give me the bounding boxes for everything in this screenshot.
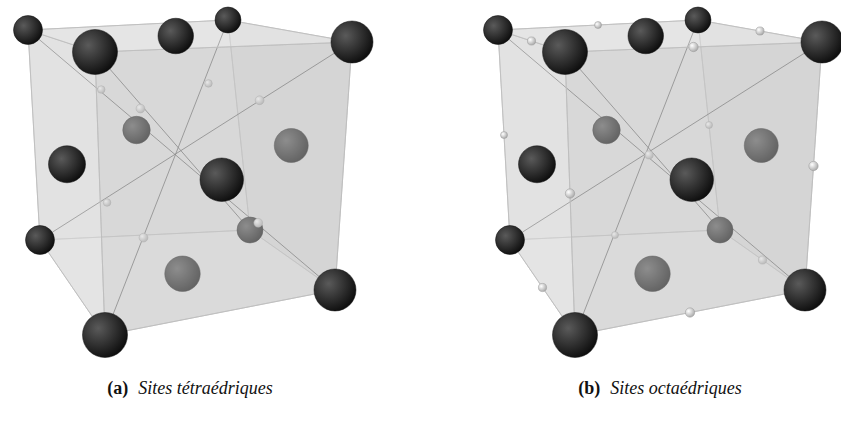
cube-face xyxy=(565,42,822,335)
cube-tetra xyxy=(14,7,374,358)
lattice-atom xyxy=(26,226,55,255)
lattice-atom xyxy=(685,7,711,33)
interstitial-site xyxy=(689,42,698,51)
lattice-atom xyxy=(331,21,373,63)
cube-face xyxy=(498,30,575,335)
cube-face xyxy=(28,30,105,335)
sub-figure-caption: Sites tétraédriques xyxy=(138,378,272,399)
lattice-atom xyxy=(200,158,244,202)
sub-figure-letter: (a) xyxy=(107,378,128,399)
cube-face xyxy=(95,42,352,335)
lattice-atom xyxy=(519,146,556,183)
caption: (a) Sites tétraédriques xyxy=(107,378,272,399)
interstitial-site xyxy=(565,189,574,198)
caption: (b) Sites octaédriques xyxy=(578,378,741,399)
interstitial-site xyxy=(809,161,818,170)
sub-figure-letter: (b) xyxy=(578,378,600,399)
lattice-atom xyxy=(158,18,194,54)
lattice-atom xyxy=(215,7,241,33)
interstitial-site xyxy=(527,37,535,45)
lattice-atom xyxy=(543,30,588,75)
cube-octa xyxy=(484,7,841,358)
lattice-atom xyxy=(14,16,43,45)
lattice-atom xyxy=(553,313,598,358)
sub-figure-caption: Sites octaédriques xyxy=(610,378,741,399)
interstitial-site xyxy=(538,283,546,291)
interstitial-site xyxy=(501,132,508,139)
lattice-atom xyxy=(670,158,714,202)
interstitial-site xyxy=(756,27,764,35)
interstitial-site xyxy=(685,308,694,317)
lattice-atom xyxy=(784,269,826,311)
lattice-atom xyxy=(73,30,118,75)
interstitial-site xyxy=(595,22,602,29)
lattice-atom xyxy=(801,21,841,63)
lattice-atom xyxy=(484,16,513,45)
lattice-atom xyxy=(496,226,525,255)
lattice-atom xyxy=(83,313,128,358)
lattice-atom xyxy=(314,269,356,311)
lattice-atom xyxy=(49,146,86,183)
lattice-atom xyxy=(628,18,664,54)
